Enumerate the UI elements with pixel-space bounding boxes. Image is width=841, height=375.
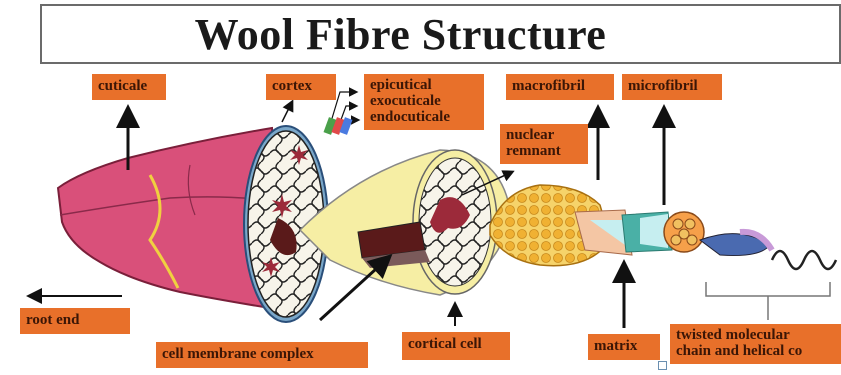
label-cuticle-layers: epicutical exocuticale endocuticale (364, 74, 484, 130)
cortical-cell (300, 150, 510, 295)
label-root-end: root end (20, 308, 130, 334)
label-cortex: cortex (266, 74, 336, 100)
cortex-arrow (282, 102, 292, 122)
macrofibril-shape (490, 185, 632, 266)
helical-chain (700, 232, 836, 269)
tiny-corner-box (658, 361, 667, 370)
label-twisted-chain: twisted molecular chain and helical co (670, 324, 841, 364)
microfibril-shape (622, 212, 704, 252)
label-matrix: matrix (588, 334, 660, 360)
label-cell-membrane-complex: cell membrane complex (156, 342, 368, 368)
label-cortical-cell: cortical cell (402, 332, 510, 360)
label-microfibril: microfibril (622, 74, 722, 100)
label-nuclear-remnant: nuclear remnant (500, 124, 588, 164)
label-macrofibril: macrofibril (506, 74, 614, 100)
helix-bracket (706, 282, 830, 296)
label-cuticle: cuticale (92, 74, 166, 100)
